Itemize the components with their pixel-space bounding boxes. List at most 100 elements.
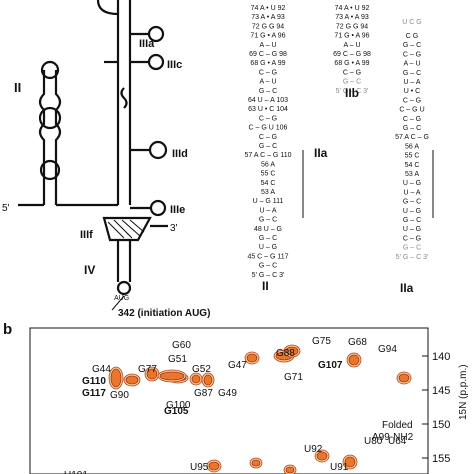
- five-prime-end-label: 5': [2, 203, 10, 214]
- iib-wt-row: A – U: [259, 79, 276, 86]
- peak-contour-inner: [285, 466, 295, 474]
- iib-mini-row: A – U: [343, 42, 360, 49]
- y-tick-label: 150: [432, 419, 450, 431]
- iia-construct-row: 55 C: [405, 153, 420, 160]
- peak-label-g71: G71: [284, 372, 303, 383]
- iia-construct-row: U • C: [404, 88, 420, 95]
- peak-label-u80: U80: [364, 436, 383, 447]
- iia-construct-row: U – G: [403, 180, 421, 187]
- iib-wt-row: 48 U – G: [254, 226, 282, 233]
- helix-label-iiif: IIIf: [80, 229, 93, 241]
- iib-wt-row: 68 G • A 99: [250, 60, 285, 67]
- trunk-squiggle: [120, 87, 128, 109]
- peak-label-g52: G52: [192, 364, 211, 375]
- iib-wt-row: 5' G – C 3': [252, 272, 285, 279]
- peak-label-g110: G110: [82, 376, 106, 387]
- peak-label-g77: G77: [138, 364, 157, 375]
- peak-contour-inner: [246, 353, 258, 363]
- nmr-axis-label: 15N (p.p.m.): [458, 364, 469, 420]
- iia-construct-row: 54 C: [405, 162, 420, 169]
- iib-wt-row: 56 A: [261, 161, 275, 168]
- iib-mini-label: IIb: [345, 86, 359, 100]
- y-tick-label: 155: [432, 453, 450, 465]
- peak-label-g51: G51: [168, 354, 187, 365]
- iib-mini-row: 69 C – G 98: [333, 51, 371, 58]
- peak-label-g87: G87: [194, 388, 213, 399]
- helix-label-iiie: IIIe: [170, 204, 185, 216]
- iiif-hatch: [107, 219, 145, 239]
- iia-construct-row: C G: [406, 33, 418, 40]
- iib-wt-row: 45 C – G 117: [247, 253, 288, 260]
- peak-label-u64: U64: [388, 436, 407, 447]
- iia-construct-row: 53 A: [405, 171, 419, 178]
- iib-wt-row: C – G: [259, 115, 277, 122]
- peak-label-g49: G49: [218, 388, 237, 399]
- iib-wt-side-label: IIa: [314, 146, 328, 160]
- peak-contour-inner: [316, 451, 328, 461]
- iib-mini-row: 5' G – C 3': [336, 88, 369, 95]
- iib-wt-row: 57 A C – G 110: [245, 152, 292, 159]
- iib-wt-row: 73 A • A 93: [251, 14, 285, 21]
- iiif-pseudoknot: [102, 216, 152, 242]
- peak-label-g94: G94: [378, 344, 397, 355]
- iib-wt-row: U – G 111: [253, 198, 284, 205]
- peak-label-g105: G105: [164, 406, 189, 417]
- iia-construct-row: C – G: [403, 116, 421, 123]
- peak-label-g47: G47: [228, 360, 247, 371]
- peak-contour-inner: [398, 373, 410, 383]
- y-tick-label: 145: [432, 385, 450, 397]
- iib-mini-row: 68 G • A 99: [334, 60, 369, 67]
- iib-wt-row: G – C: [259, 88, 277, 95]
- iib-mini-row: 73 A • A 93: [335, 14, 369, 21]
- peak-contour-inner: [146, 368, 158, 380]
- peak-contour-inner: [191, 374, 201, 384]
- domain-ii-stem: [38, 70, 46, 205]
- peak-label-g117: G117: [82, 388, 106, 399]
- peak-label-g88: G88: [276, 348, 295, 359]
- iia-construct-row: U – G: [403, 208, 421, 215]
- aug-pointer: [111, 295, 125, 311]
- panel-b-label: b: [3, 321, 12, 338]
- peak-label-u92: U92: [304, 444, 323, 455]
- iib-wt-row: G – C: [259, 217, 277, 224]
- iia-construct-label: IIa: [400, 281, 414, 295]
- iib-wt-row: 64 U – A 103: [248, 97, 288, 104]
- iib-wt-row: G – C: [259, 263, 277, 270]
- iia-construct-row: G – C: [403, 70, 421, 77]
- peak-contour-inner: [348, 354, 360, 366]
- initiation-aug-caption: 342 (initiation AUG): [118, 308, 210, 319]
- iia-construct-row: 5' G – C 3': [396, 254, 429, 261]
- iia-construct-row: G – C: [403, 245, 421, 252]
- nmr-peaks: [108, 344, 412, 474]
- peak-contour-inner: [110, 368, 122, 388]
- helix-label-iiid: IIId: [172, 148, 188, 160]
- y-tick-label: 140: [432, 351, 450, 363]
- peak-contour-inner: [203, 374, 213, 386]
- iiid-loop: [148, 140, 168, 160]
- iia-construct-row: C – G U: [399, 107, 424, 114]
- helix-label-ii: II: [14, 80, 21, 95]
- iia-construct-row: U – G: [403, 226, 421, 233]
- domain-ii-loop: [40, 60, 60, 80]
- iia-construct-loop: U C G: [402, 19, 421, 26]
- peak-label-u91: U91: [330, 462, 349, 473]
- iiic-loop: [147, 53, 165, 71]
- peak-label-u101: U101: [64, 470, 88, 474]
- iib-mini-row: 74 A • U 92: [335, 5, 370, 12]
- peak-label-g68: G68: [348, 337, 367, 348]
- folded-label: Folded: [382, 420, 413, 431]
- iib-wt-row: 69 C – G 98: [249, 51, 287, 58]
- iib-wt-row: G – C: [259, 235, 277, 242]
- iib-mini-row: C – G: [343, 69, 361, 76]
- iib-wt-row: A – U: [259, 42, 276, 49]
- iia-construct-row: 57 A C – G: [395, 134, 429, 141]
- iia-construct-row: C – G: [403, 235, 421, 242]
- iib-wt-row: 74 A • U 92: [251, 5, 286, 12]
- iib-wt-row: G – C: [259, 143, 277, 150]
- peak-label-g107: G107: [318, 360, 343, 371]
- iib-wt-row: 71 G • A 96: [250, 33, 285, 40]
